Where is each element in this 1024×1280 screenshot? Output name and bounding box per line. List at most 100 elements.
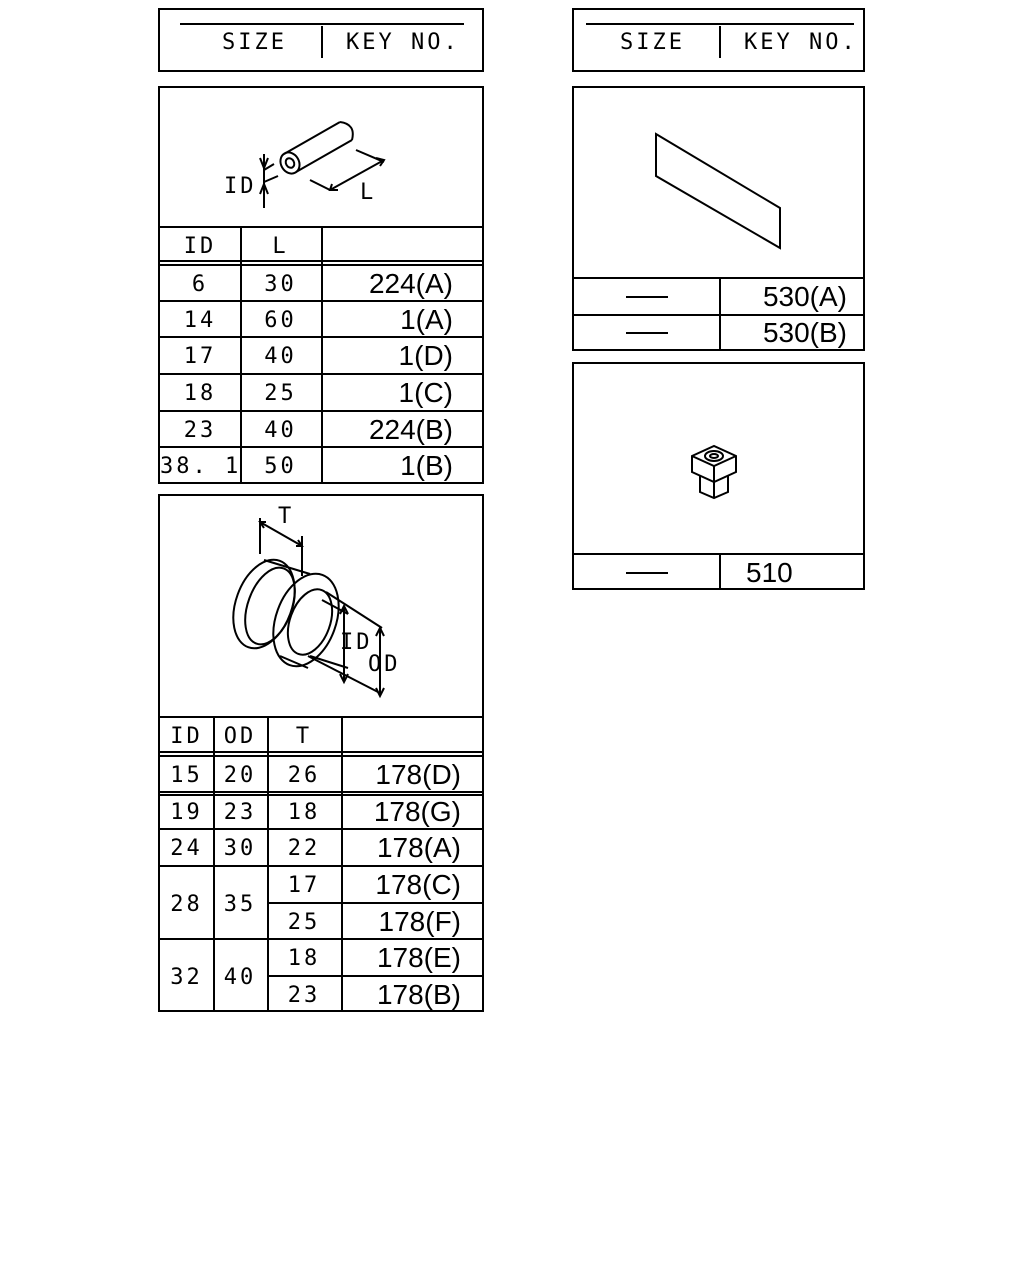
cell-od: 23 [223, 800, 257, 825]
cell-t: 17 [287, 873, 321, 898]
cell-key-no: 1(C) [398, 377, 453, 408]
cell-key-no: 178(B) [376, 979, 461, 1010]
cell-id: 14 [183, 308, 217, 333]
cell-t: 25 [287, 910, 321, 935]
header-rule [180, 23, 464, 25]
size-header-label: SIZE [620, 30, 685, 55]
cell-key-no: 178(A) [376, 832, 461, 863]
table-rule [160, 716, 482, 718]
table-rule [160, 446, 482, 448]
table-rule [160, 938, 482, 940]
column-divider [719, 277, 721, 349]
cell-key-no: 224(B) [368, 414, 453, 445]
cell-t: 23 [287, 983, 321, 1008]
size-header-label: SIZE [222, 30, 287, 55]
cell-t: 22 [287, 836, 321, 861]
clip-table: — 510 [572, 362, 865, 590]
table-rule [160, 373, 482, 375]
cell-size-dash [626, 296, 668, 298]
table-rule [160, 300, 482, 302]
cell-key-no: 178(D) [375, 759, 461, 790]
diagram-label-id: ID [340, 630, 373, 655]
left-header-box: SIZE KEY NO. [158, 8, 484, 72]
cell-l: 40 [264, 418, 297, 443]
table-rule [160, 794, 482, 796]
cell-id: 15 [170, 763, 203, 788]
cell-od: 40 [223, 965, 257, 990]
column-header-id: ID [170, 724, 203, 749]
column-header-t: T [295, 724, 313, 749]
grommet-diagram [232, 518, 385, 699]
cell-key-no: 178(E) [376, 942, 461, 973]
cell-size-dash [626, 332, 668, 334]
column-divider [321, 226, 323, 482]
cell-id: 19 [170, 800, 203, 825]
cell-l: 30 [264, 272, 297, 297]
column-divider [213, 716, 215, 1010]
diagram-label-id: ID [224, 174, 257, 199]
cell-key-no: 178(F) [378, 906, 461, 937]
cell-key-no: 178(C) [375, 869, 461, 900]
cell-key-no: 510 [746, 557, 793, 588]
cell-key-no: 178(G) [373, 796, 461, 827]
column-divider [341, 716, 343, 1010]
column-header-od: OD [223, 724, 257, 749]
diagram-label-od: OD [368, 652, 401, 677]
cell-od: 20 [223, 763, 257, 788]
table-rule [574, 314, 863, 316]
table-rule [267, 902, 482, 904]
table-rule [160, 410, 482, 412]
cell-id: 24 [170, 836, 203, 861]
right-header-box: SIZE KEY NO. [572, 8, 865, 72]
cell-id: 17 [183, 344, 217, 369]
table-rule [160, 336, 482, 338]
cell-id: 32 [170, 965, 203, 990]
cell-t: 18 [287, 800, 321, 825]
cell-key-no: 530(A) [762, 281, 847, 312]
table-rule [574, 553, 863, 555]
cell-key-no: 1(D) [398, 340, 453, 371]
cell-key-no: 1(A) [400, 304, 453, 335]
column-divider [719, 553, 721, 588]
table-rule [160, 828, 482, 830]
column-divider [240, 226, 242, 482]
column-divider [267, 716, 269, 1010]
table-rule [160, 264, 482, 266]
cell-od: 30 [223, 836, 257, 861]
key-header-label: KEY NO. [346, 30, 460, 55]
cell-t: 18 [287, 946, 321, 971]
clip-nut-diagram [691, 444, 737, 500]
sheet-table: — 530(A) — 530(B) [572, 86, 865, 351]
cell-od: 35 [223, 892, 257, 917]
table-rule [160, 791, 482, 793]
pipe-table: ID L ID L 6 30 224(A) 14 60 1(A) 17 40 1… [158, 86, 484, 484]
table-rule [160, 755, 482, 757]
diagram-label-l: L [360, 180, 377, 205]
cell-id: 18 [183, 381, 217, 406]
diagram-label-t: T [278, 504, 295, 529]
cell-l: 40 [264, 344, 297, 369]
column-header-l: L [272, 234, 289, 259]
pipe-diagram [259, 121, 386, 208]
cell-l: 25 [264, 381, 297, 406]
cell-l: 60 [264, 308, 297, 333]
cell-size-dash [626, 572, 668, 574]
grommet-table: T ID OD ID OD T 15 20 26 178(D) 19 23 18… [158, 494, 484, 1012]
table-rule [160, 260, 482, 262]
table-rule [267, 975, 482, 977]
table-rule [160, 751, 482, 753]
cell-key-no: 1(B) [400, 450, 453, 481]
cell-id: 38. 1 [160, 454, 242, 479]
header-divider [719, 26, 721, 58]
header-divider [321, 26, 323, 58]
cell-id: 23 [183, 418, 217, 443]
cell-key-no: 530(B) [762, 317, 847, 348]
table-rule [574, 277, 863, 279]
table-rule [160, 865, 482, 867]
cell-t: 26 [287, 763, 321, 788]
cell-id: 28 [170, 892, 203, 917]
cell-l: 50 [264, 454, 297, 479]
cell-key-no: 224(A) [368, 268, 453, 299]
sheet-diagram [655, 132, 781, 250]
header-rule [586, 23, 854, 25]
